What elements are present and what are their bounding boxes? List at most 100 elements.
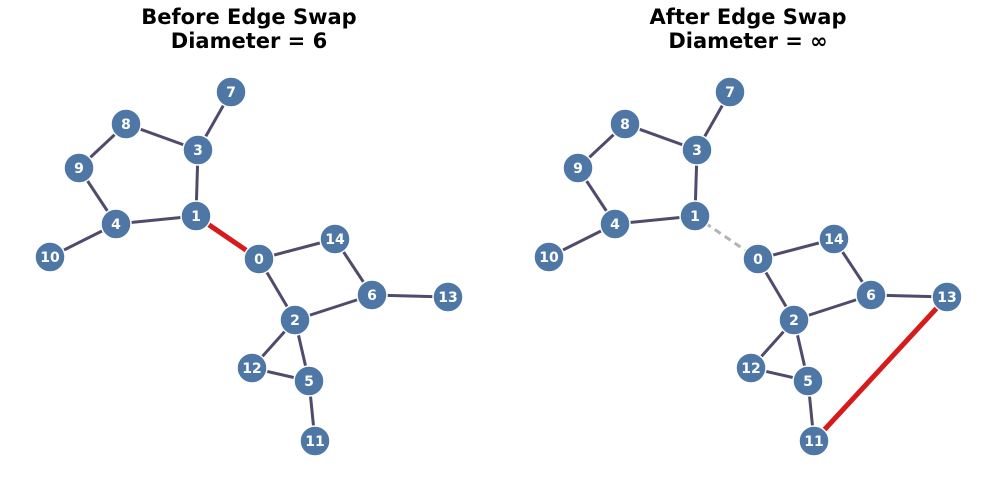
node-label: 1: [690, 209, 700, 225]
node-circle: [299, 425, 331, 457]
node-label: 2: [789, 313, 799, 329]
node-circle: [63, 152, 95, 184]
node-label: 14: [824, 232, 844, 248]
node-6: 6: [855, 279, 887, 311]
node-label: 7: [226, 85, 236, 101]
node-circle: [432, 281, 464, 313]
node-5: 5: [293, 365, 325, 397]
node-label: 1: [191, 209, 201, 225]
node-circle: [742, 243, 774, 275]
node-circle: [798, 425, 830, 457]
node-label: 11: [305, 434, 324, 450]
node-11: 11: [798, 425, 830, 457]
node-5: 5: [792, 365, 824, 397]
node-label: 2: [290, 313, 300, 329]
node-circle: [533, 241, 565, 273]
node-circle: [279, 304, 311, 336]
node-circle: [319, 223, 351, 255]
node-12: 12: [236, 352, 268, 384]
node-label: 9: [573, 161, 583, 177]
node-7: 7: [215, 76, 247, 108]
node-label: 4: [111, 217, 121, 233]
node-13: 13: [931, 281, 963, 313]
node-circle: [110, 108, 142, 140]
left-panel-title: Before Edge Swap Diameter = 6: [19, 5, 479, 53]
node-circle: [818, 223, 850, 255]
node-14: 14: [319, 223, 351, 255]
node-circle: [236, 352, 268, 384]
node-circle: [681, 134, 713, 166]
node-label: 13: [438, 290, 457, 306]
node-label: 0: [254, 252, 264, 268]
right-panel-title: After Edge Swap Diameter = ∞: [518, 5, 978, 53]
node-0: 0: [243, 243, 275, 275]
node-circle: [609, 108, 641, 140]
node-9: 9: [63, 152, 95, 184]
node-circle: [180, 200, 212, 232]
node-label: 9: [74, 161, 84, 177]
node-11: 11: [299, 425, 331, 457]
node-3: 3: [182, 134, 214, 166]
node-14: 14: [818, 223, 850, 255]
node-label: 5: [803, 374, 813, 390]
node-label: 14: [325, 232, 345, 248]
node-label: 10: [40, 250, 60, 266]
node-4: 4: [599, 208, 631, 240]
node-circle: [182, 134, 214, 166]
node-label: 8: [121, 117, 131, 133]
node-circle: [100, 208, 132, 240]
node-7: 7: [714, 76, 746, 108]
node-1: 1: [679, 200, 711, 232]
node-circle: [562, 152, 594, 184]
node-circle: [356, 279, 388, 311]
node-2: 2: [778, 304, 810, 336]
node-circle: [679, 200, 711, 232]
node-10: 10: [34, 241, 66, 273]
node-13: 13: [432, 281, 464, 313]
node-label: 3: [193, 143, 203, 159]
right-diameter-text: Diameter = ∞: [668, 29, 828, 53]
node-label: 6: [367, 288, 377, 304]
node-label: 11: [804, 434, 823, 450]
node-label: 8: [620, 117, 630, 133]
node-10: 10: [533, 241, 565, 273]
node-3: 3: [681, 134, 713, 166]
node-circle: [215, 76, 247, 108]
node-1: 1: [180, 200, 212, 232]
node-circle: [855, 279, 887, 311]
node-label: 13: [937, 290, 956, 306]
node-circle: [599, 208, 631, 240]
node-circle: [34, 241, 66, 273]
node-label: 5: [304, 374, 314, 390]
node-4: 4: [100, 208, 132, 240]
node-8: 8: [609, 108, 641, 140]
node-2: 2: [279, 304, 311, 336]
node-8: 8: [110, 108, 142, 140]
left-diameter-text: Diameter = 6: [170, 29, 328, 53]
node-12: 12: [735, 352, 767, 384]
node-label: 10: [539, 250, 559, 266]
node-6: 6: [356, 279, 388, 311]
node-9: 9: [562, 152, 594, 184]
node-circle: [714, 76, 746, 108]
node-label: 4: [610, 217, 620, 233]
node-circle: [931, 281, 963, 313]
node-label: 3: [692, 143, 702, 159]
added-edge-13-11: [812, 295, 949, 443]
node-circle: [778, 304, 810, 336]
node-label: 12: [242, 361, 261, 377]
node-circle: [243, 243, 275, 275]
node-circle: [293, 365, 325, 397]
node-label: 12: [741, 361, 760, 377]
node-label: 7: [725, 85, 735, 101]
node-circle: [735, 352, 767, 384]
node-label: 0: [753, 252, 763, 268]
node-circle: [792, 365, 824, 397]
right-title-text: After Edge Swap: [649, 5, 847, 29]
node-0: 0: [742, 243, 774, 275]
left-title-text: Before Edge Swap: [141, 5, 357, 29]
node-label: 6: [866, 288, 876, 304]
